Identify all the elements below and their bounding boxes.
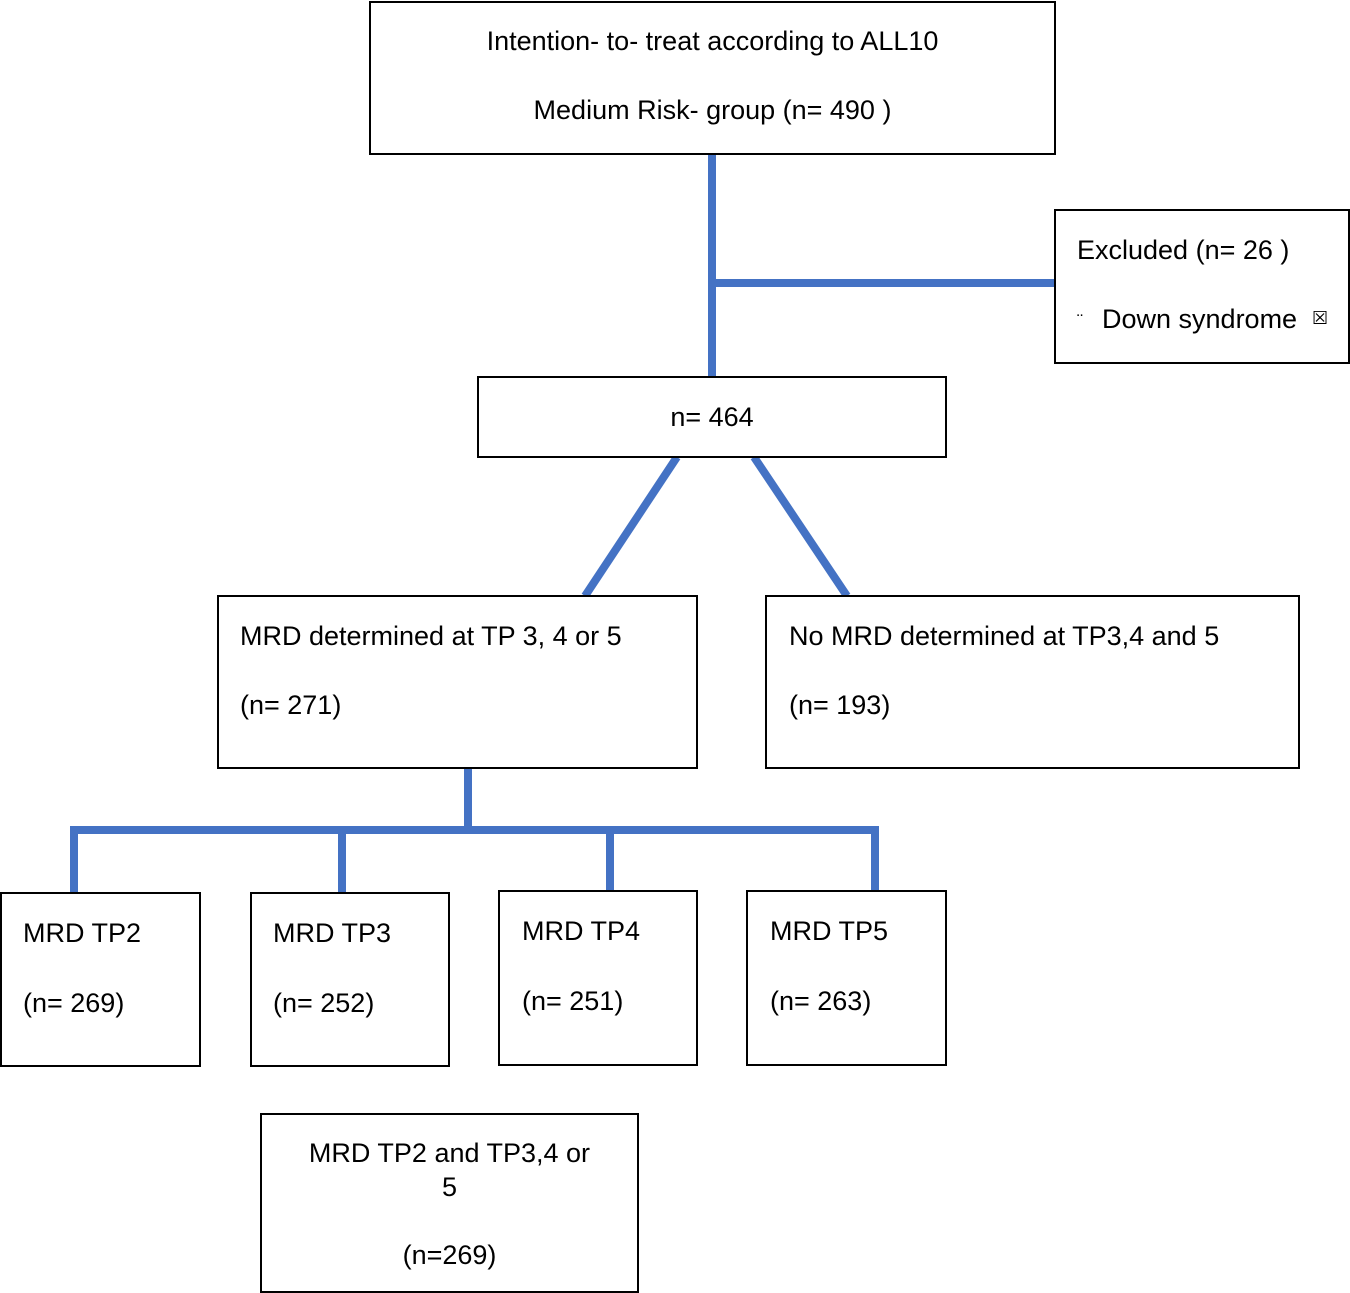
tp4-box xyxy=(498,890,698,1066)
no-mrd-line2: (n= 193) xyxy=(789,690,891,720)
tp5-count: (n= 263) xyxy=(770,986,872,1016)
tp5-label: MRD TP5 xyxy=(770,916,889,946)
itt-line2: Medium Risk- group (n= 490 ) xyxy=(533,95,892,125)
no-mrd-box xyxy=(765,595,1300,769)
tp2-box xyxy=(0,892,201,1067)
itt-box xyxy=(369,1,1056,155)
mrd-determined-line2: (n= 271) xyxy=(240,690,342,720)
tp3-box xyxy=(250,892,450,1067)
excluded-trailing-glyph: ☒ xyxy=(1312,308,1329,329)
connector-n464-to-mrd xyxy=(581,454,681,599)
mrd-determined-box xyxy=(217,595,698,769)
tp3-label: MRD TP3 xyxy=(273,918,392,948)
tp4-label: MRD TP4 xyxy=(522,916,641,946)
tp2-label: MRD TP2 xyxy=(23,918,142,948)
excluded-bullet-icon: ¨ xyxy=(1077,311,1083,331)
tp3-count: (n= 252) xyxy=(273,988,375,1018)
tp5-box xyxy=(746,890,947,1066)
combined-line1: MRD TP2 and TP3,4 or xyxy=(308,1138,591,1168)
combined-line3: (n=269) xyxy=(402,1240,497,1270)
no-mrd-line1: No MRD determined at TP3,4 and 5 xyxy=(789,621,1220,651)
n464-label: n= 464 xyxy=(670,402,754,432)
tp2-count: (n= 269) xyxy=(23,988,125,1018)
tp4-count: (n= 251) xyxy=(522,986,624,1016)
itt-line1: Intention- to- treat according to ALL10 xyxy=(486,26,939,56)
excluded-box xyxy=(1054,209,1350,364)
excluded-title: Excluded (n= 26 ) xyxy=(1077,235,1290,265)
combined-box xyxy=(260,1113,639,1293)
connector-n464-to-no-mrd xyxy=(750,454,851,599)
combined-line2: 5 xyxy=(441,1172,458,1202)
mrd-determined-line1: MRD determined at TP 3, 4 or 5 xyxy=(240,621,622,651)
n464-box xyxy=(477,376,947,458)
excluded-reason: Down syndrome xyxy=(1102,304,1298,334)
